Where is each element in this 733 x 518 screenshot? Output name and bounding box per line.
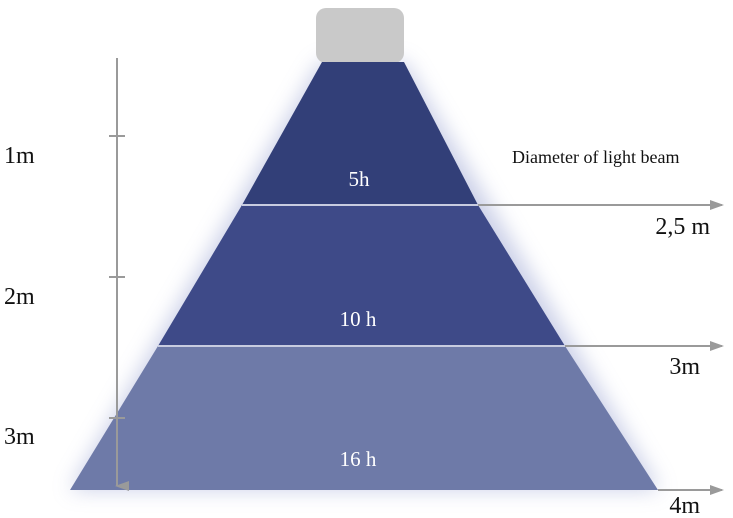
zone-label-5h: 5h — [349, 167, 371, 191]
zone-label-16h: 16 h — [340, 447, 377, 471]
lamp-icon — [316, 8, 404, 63]
beam-zone-top — [242, 62, 478, 205]
beam-diameter-title: Diameter of light beam — [512, 147, 679, 167]
zone-label-10h: 10 h — [340, 307, 377, 331]
distance-label-2m: 2m — [4, 284, 35, 310]
diameter-label-3: 4m — [669, 493, 700, 518]
beam-zone-middle — [158, 205, 565, 346]
distance-label-3m: 3m — [4, 424, 35, 450]
diameter-label-1: 2,5 m — [655, 214, 710, 240]
beam-zone-bottom — [70, 346, 658, 490]
distance-label-1m: 1m — [4, 143, 35, 169]
diameter-label-2: 3m — [669, 354, 700, 380]
